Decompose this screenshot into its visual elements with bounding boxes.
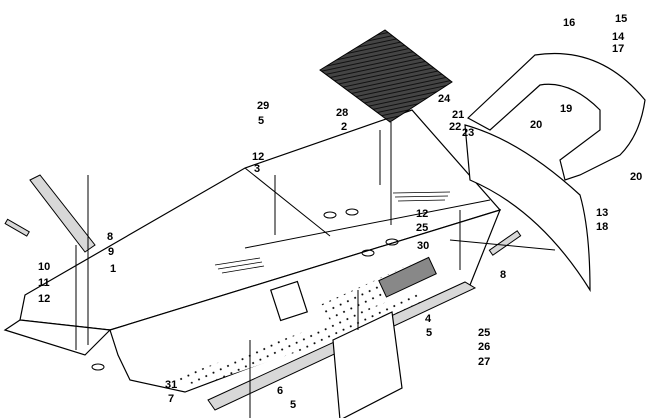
callout-30: 30 (417, 240, 429, 252)
callout-20b: 20 (630, 171, 642, 183)
callout-21: 21 (452, 109, 464, 121)
callout-9: 9 (108, 246, 114, 258)
footrest-4 (332, 311, 403, 418)
callout-1: 1 (110, 263, 116, 275)
callout-8b: 8 (500, 269, 506, 281)
tunnel-holes (91, 208, 399, 371)
callout-18: 18 (596, 221, 608, 233)
plate-6 (269, 280, 309, 322)
callout-23: 23 (462, 127, 474, 139)
front-flange (3, 319, 112, 356)
callout-17: 17 (612, 43, 624, 55)
callout-12c: 12 (38, 293, 50, 305)
callout-15: 15 (615, 13, 627, 25)
tunnel-seam (244, 167, 331, 237)
callout-26: 26 (478, 341, 490, 353)
vent-slots (214, 191, 451, 274)
callout-2: 2 (341, 121, 347, 133)
callouts: 15 16 14 17 24 20 21 19 22 23 28 29 2 5 … (38, 13, 642, 411)
callout-5: 5 (258, 115, 264, 127)
callout-10: 10 (38, 261, 50, 273)
callout-11: 11 (38, 277, 50, 289)
callout-22: 22 (449, 121, 461, 133)
callout-16: 16 (563, 17, 575, 29)
callout-14: 14 (612, 31, 625, 43)
strip-11 (4, 218, 30, 237)
callout-19: 19 (560, 103, 572, 115)
callout-24: 24 (438, 93, 451, 105)
callout-5c: 5 (290, 399, 296, 411)
callout-12b: 12 (416, 208, 428, 220)
callout-20: 20 (530, 119, 542, 131)
callout-27: 27 (478, 356, 490, 368)
snow-flap-18 (464, 124, 591, 293)
tunnel-crease (244, 199, 491, 249)
callout-25b: 25 (478, 327, 490, 339)
callout-3: 3 (254, 163, 260, 175)
bracket-9 (29, 174, 96, 253)
callout-4: 4 (425, 313, 432, 325)
callout-25: 25 (416, 222, 428, 234)
callout-13: 13 (596, 207, 608, 219)
callout-28: 28 (336, 107, 348, 119)
leader-lines (75, 122, 556, 418)
callout-7: 7 (168, 393, 174, 405)
callout-6: 6 (277, 385, 283, 397)
decal-30 (378, 256, 437, 298)
strip-26 (488, 230, 522, 256)
callout-8: 8 (107, 231, 113, 243)
mat-24 (319, 29, 453, 123)
rear-bumper (466, 52, 646, 181)
callout-5b: 5 (426, 327, 432, 339)
tunnel-side-panel (109, 209, 502, 393)
callout-31: 31 (165, 379, 177, 391)
callout-29: 29 (257, 100, 269, 112)
callout-12: 12 (252, 151, 264, 163)
